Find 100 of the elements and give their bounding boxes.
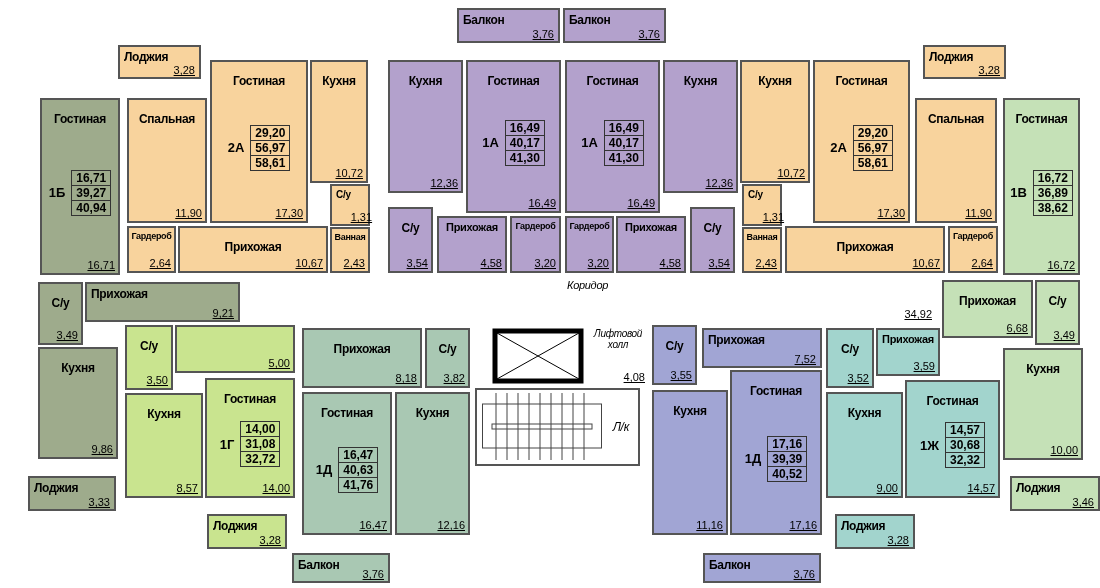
room-name: Спальная <box>927 112 985 126</box>
room <box>1035 280 1080 345</box>
area-value: 8,18 <box>395 372 417 384</box>
room <box>118 45 201 79</box>
area-value: 16,49 <box>528 197 556 209</box>
room-name: Гостиная <box>321 406 373 420</box>
room-name: С/у <box>336 189 351 200</box>
room <box>38 282 83 345</box>
area-value: 10,72 <box>335 167 363 179</box>
room-name: Кухня <box>1026 362 1060 376</box>
room <box>835 514 915 549</box>
apartment-code: 1Б <box>48 185 66 200</box>
room-name: Кухня <box>322 74 356 88</box>
room-name: С/у <box>401 221 420 235</box>
room <box>813 60 910 223</box>
room-name: Гостиная <box>835 74 888 88</box>
area-label: Лифтовой холл <box>592 328 644 350</box>
room-name: Прихожая <box>333 342 391 356</box>
area-value: 12,36 <box>705 177 733 189</box>
area-figure: 41,76 <box>339 476 378 492</box>
room-name: Ванная <box>746 232 778 242</box>
area-figure: 36,89 <box>1033 184 1072 200</box>
area-value: 3,20 <box>587 257 609 269</box>
apartment-code: 1Г <box>219 436 235 452</box>
area-figure: 16,71 <box>75 170 108 185</box>
room-name: Гардероб <box>569 221 610 231</box>
room <box>826 328 874 388</box>
room-name: Ванная <box>334 232 366 242</box>
area-value: 4,58 <box>659 257 681 269</box>
room <box>210 60 308 223</box>
room-name: Кухня <box>415 406 450 420</box>
room <box>437 216 507 273</box>
room-name: Л/к <box>612 420 629 434</box>
area-value: 3,28 <box>259 534 281 546</box>
room <box>923 45 1006 79</box>
room <box>948 226 998 273</box>
area-figure: 14,00 <box>244 422 277 436</box>
area-value: 11,90 <box>965 207 992 219</box>
area-value: 3,82 <box>443 372 465 384</box>
room-name: С/у <box>140 339 158 353</box>
room-name: Гостиная <box>750 384 802 398</box>
area-value: 11,16 <box>696 519 723 531</box>
room-name: Прихожая <box>446 221 498 233</box>
area-value: 3,76 <box>532 28 554 40</box>
area-figure: 32,32 <box>945 452 984 467</box>
room-name: Кухня <box>147 407 181 421</box>
room <box>730 370 822 535</box>
area-value: 9,21 <box>212 307 234 319</box>
area-figure: 16,47 <box>342 447 375 462</box>
area-value: 4,08 <box>623 371 645 383</box>
room-name: Прихожая <box>836 240 894 254</box>
room-name: Прихожая <box>224 240 282 254</box>
area-value: 9,86 <box>91 443 113 455</box>
area-value: 3,20 <box>534 257 556 269</box>
room-name: Прихожая <box>708 333 765 347</box>
area-value: 16,47 <box>359 519 387 531</box>
room <box>425 328 470 388</box>
room <box>127 98 207 223</box>
area-value: 12,36 <box>430 177 458 189</box>
room-name: С/у <box>703 221 722 235</box>
room <box>207 514 287 549</box>
area-figure: 40,17 <box>505 134 544 150</box>
room-name: С/у <box>51 296 70 310</box>
room <box>40 98 120 275</box>
room <box>310 60 368 183</box>
area-label: Коридор <box>566 279 609 291</box>
area-figure: 17,16 <box>771 436 804 451</box>
area-value: 7,52 <box>794 353 816 365</box>
room <box>703 553 821 583</box>
area-value: 17,16 <box>789 519 817 531</box>
room <box>915 98 997 223</box>
room-name: Кухня <box>847 406 882 420</box>
area-value: 17,30 <box>877 207 905 219</box>
room <box>388 207 433 273</box>
room <box>616 216 686 273</box>
area-value: 10,67 <box>295 257 323 269</box>
room <box>663 60 738 193</box>
room-name: Гардероб <box>952 231 994 241</box>
area-value: 3,49 <box>56 329 78 341</box>
area-value: 3,33 <box>88 496 110 508</box>
room <box>563 8 666 43</box>
room-name: С/у <box>841 342 859 356</box>
stairwell <box>475 388 640 466</box>
area-value: 11,90 <box>175 207 202 219</box>
area-value: 3,50 <box>146 374 168 386</box>
area-value: 3,76 <box>638 28 660 40</box>
apartment-code: 1А <box>581 135 598 150</box>
area-value: 3,28 <box>173 64 195 76</box>
area-value: 3,28 <box>887 534 909 546</box>
area-value: 3,49 <box>1053 329 1075 341</box>
area-figure: 40,63 <box>339 461 378 477</box>
room <box>565 60 660 213</box>
room <box>466 60 561 213</box>
area-value: 16,72 <box>1047 259 1075 271</box>
room-name: Лоджия <box>213 519 258 533</box>
room <box>702 328 822 368</box>
area-value: 3,28 <box>978 64 1000 76</box>
room-name: Балкон <box>298 558 340 572</box>
room-name: С/у <box>1048 294 1067 308</box>
room <box>1010 476 1100 511</box>
